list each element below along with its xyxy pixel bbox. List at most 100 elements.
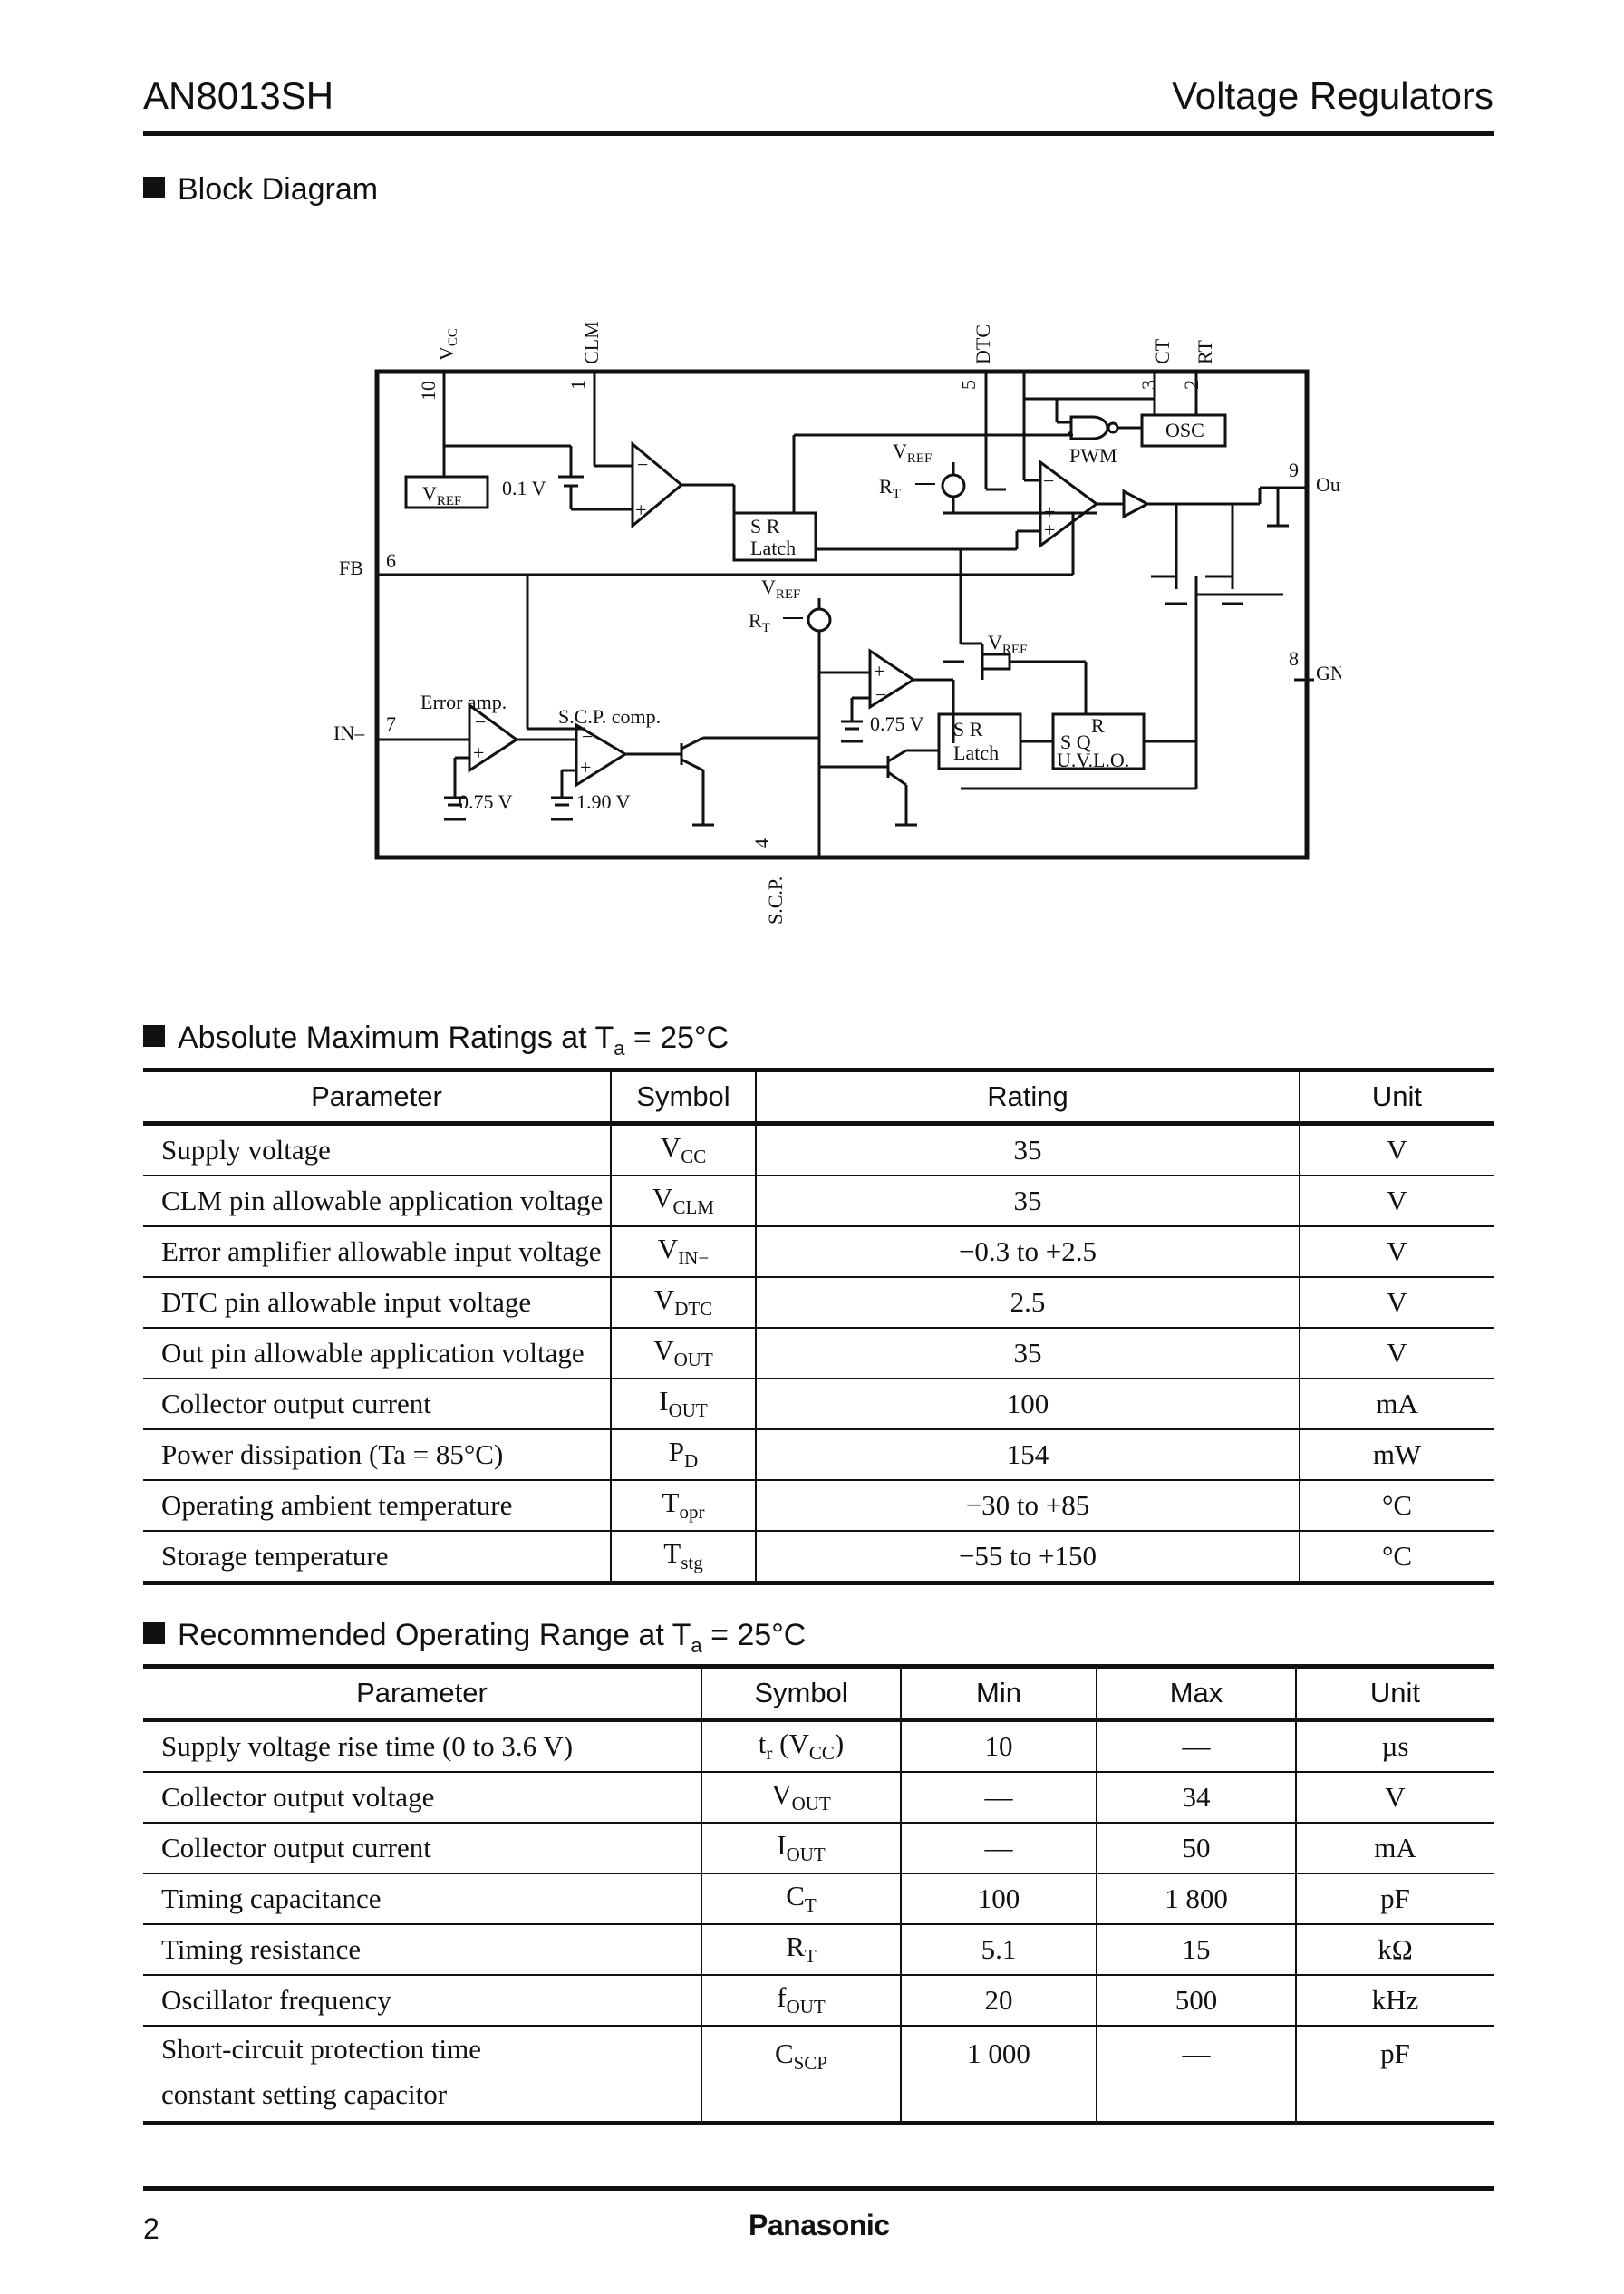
svg-text:+: +: [1044, 518, 1055, 541]
svg-text:R: R: [1091, 714, 1105, 737]
svg-text:9: 9: [1289, 459, 1299, 481]
symbol-main: t: [758, 1728, 767, 1760]
symbol-main: T: [663, 1537, 682, 1570]
current-source-scp: [807, 607, 832, 633]
output-buffer: [1122, 489, 1151, 519]
unit-cell: pF: [1296, 1873, 1494, 1925]
header-unit: Unit: [1300, 1068, 1494, 1126]
symbol-main: C: [774, 2037, 794, 2069]
symbol-main: T: [662, 1486, 680, 1519]
svg-text:Latch: Latch: [750, 537, 796, 559]
table-header-row: Parameter Symbol Rating Unit: [143, 1068, 1494, 1126]
block-diagram: VCC 10 CLM 1 DTC 5 CT 3 RT 2 S.C.P. 4 FB…: [334, 321, 1341, 924]
svg-text:7: 7: [386, 712, 396, 735]
max-cell: 50: [1097, 1823, 1297, 1874]
rating-cell: −0.3 to +2.5: [756, 1226, 1300, 1278]
symbol-sub: IN−: [678, 1247, 710, 1270]
symbol-cell: VIN−: [611, 1226, 757, 1278]
symbol-main: V: [657, 1233, 679, 1265]
symbol-sub: OUT: [786, 1996, 826, 2018]
svg-text:VREF: VREF: [988, 631, 1027, 657]
ic-package-outline: [374, 369, 1310, 860]
symbol-main: V: [653, 1283, 675, 1316]
symbol-main: V: [652, 1182, 673, 1215]
svg-text:+: +: [874, 660, 884, 682]
symbol-sub: CLM: [672, 1196, 714, 1219]
clm-comparator: [631, 440, 684, 529]
svg-text:−: −: [582, 725, 593, 748]
osc-block: [1140, 413, 1227, 448]
symbol-cell: VOUT: [701, 1772, 902, 1824]
param-cell: Collector output voltage: [143, 1772, 702, 1824]
svg-text:U.V.L.O.: U.V.L.O.: [1057, 749, 1129, 771]
vref-block-label: VREF: [422, 482, 461, 508]
svg-text:VCC: VCC: [435, 328, 460, 361]
svg-text:IN–: IN–: [334, 721, 365, 744]
page-header: AN8013SH Voltage Regulators: [143, 74, 1494, 136]
uvlo-comparator: [868, 648, 916, 710]
vref-block: [404, 475, 489, 509]
symbol-cell: VDTC: [611, 1277, 757, 1329]
header-symbol: Symbol: [701, 1664, 902, 1722]
symbol-main: V: [660, 1131, 682, 1164]
abs-max-table: Parameter Symbol Rating Unit Supply volt…: [143, 1068, 1494, 1585]
svg-text:8: 8: [1289, 647, 1299, 670]
symbol-sub: opr: [679, 1501, 705, 1524]
svg-text:CT: CT: [1151, 338, 1174, 364]
symbol-sub: T: [804, 1894, 817, 1917]
param-cell: Short-circuit protection time constant s…: [143, 2026, 702, 2125]
page-number: 2: [143, 2212, 160, 2245]
table-row: Supply voltage rise time (0 to 3.6 V)tr …: [143, 1719, 1494, 1773]
sr-latch-1: [732, 511, 817, 562]
square-bullet-icon: [143, 1025, 165, 1047]
svg-text:VREF: VREF: [761, 576, 800, 602]
svg-text:Error amp.: Error amp.: [420, 691, 507, 713]
header-unit: Unit: [1296, 1664, 1494, 1722]
symbol-suffix: (V: [772, 1728, 809, 1760]
page-footer: 2 Panasonic: [143, 2186, 1494, 2245]
symbol-main: C: [786, 1880, 805, 1912]
param-cell: Error amplifier allowable input voltage: [143, 1226, 612, 1278]
symbol-main: V: [653, 1334, 674, 1367]
min-cell: 100: [901, 1873, 1097, 1925]
svg-text:RT: RT: [879, 475, 901, 501]
header-min: Min: [901, 1664, 1097, 1722]
symbol-main: V: [771, 1778, 792, 1811]
symbol-cell: CSCP: [701, 2026, 902, 2125]
unit-cell: mA: [1296, 1823, 1494, 1874]
header-parameter: Parameter: [143, 1068, 612, 1126]
svg-text:2: 2: [1180, 380, 1203, 390]
symbol-sub2: CC: [808, 1742, 835, 1765]
pin-in: IN– 7: [334, 712, 396, 744]
svg-text:+: +: [635, 498, 646, 521]
symbol-cell: PD: [611, 1429, 757, 1481]
symbol-cell: VOUT: [611, 1328, 757, 1379]
pin-vcc: VCC 10: [417, 328, 460, 401]
svg-text:10: 10: [417, 381, 440, 401]
max-cell: —: [1097, 1719, 1297, 1773]
symbol-cell: tr (VCC): [701, 1719, 902, 1773]
header-parameter: Parameter: [143, 1664, 702, 1722]
max-cell: —: [1097, 2026, 1297, 2125]
param-cell: Supply voltage rise time (0 to 3.6 V): [143, 1719, 702, 1773]
pin-gnd: 8 GND: [1289, 647, 1341, 684]
table-row: Short-circuit protection time constant s…: [143, 2026, 1494, 2125]
rating-cell: 35: [756, 1123, 1300, 1176]
symbol-main: R: [786, 1931, 805, 1963]
scp-comparator: [575, 722, 628, 788]
rating-cell: −30 to +85: [756, 1480, 1300, 1532]
svg-text:VREF: VREF: [893, 440, 932, 466]
symbol-sub: OUT: [673, 1349, 713, 1371]
nand-gate: [1069, 415, 1109, 440]
svg-text:S.C.P.: S.C.P.: [764, 876, 787, 924]
